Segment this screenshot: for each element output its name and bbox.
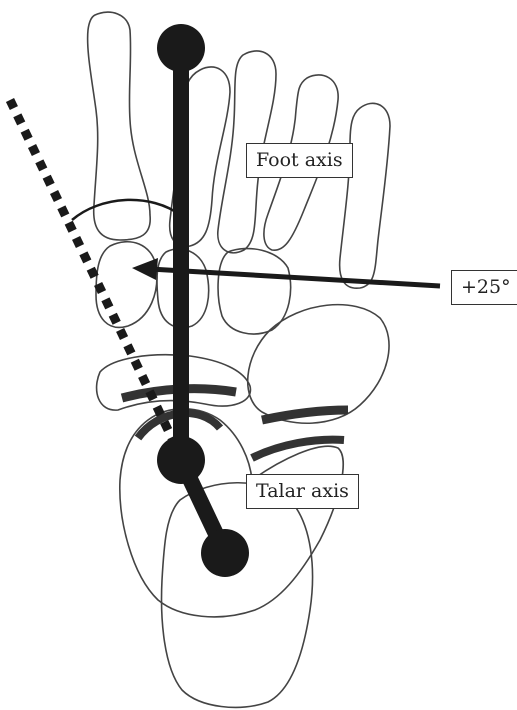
cuboid xyxy=(248,305,389,424)
angle-pointer-line xyxy=(150,269,440,286)
talar-axis-top-marker xyxy=(157,436,205,484)
calcaneus xyxy=(162,483,313,708)
fifth-metatarsal xyxy=(340,103,390,288)
foot-axis-label: Foot axis xyxy=(246,143,353,178)
foot-axis-top-marker xyxy=(157,24,205,72)
cartilage-arc-calcaneal xyxy=(252,440,344,458)
talar-axis-bottom-marker xyxy=(201,529,249,577)
angle-pointer-arrowhead xyxy=(132,258,158,280)
angle-arc xyxy=(72,200,182,220)
angle-label: +25° xyxy=(451,270,517,305)
talar-axis-label: Talar axis xyxy=(246,474,359,509)
lateral-cuneiform xyxy=(218,249,291,334)
medial-cuneiform xyxy=(96,242,157,328)
